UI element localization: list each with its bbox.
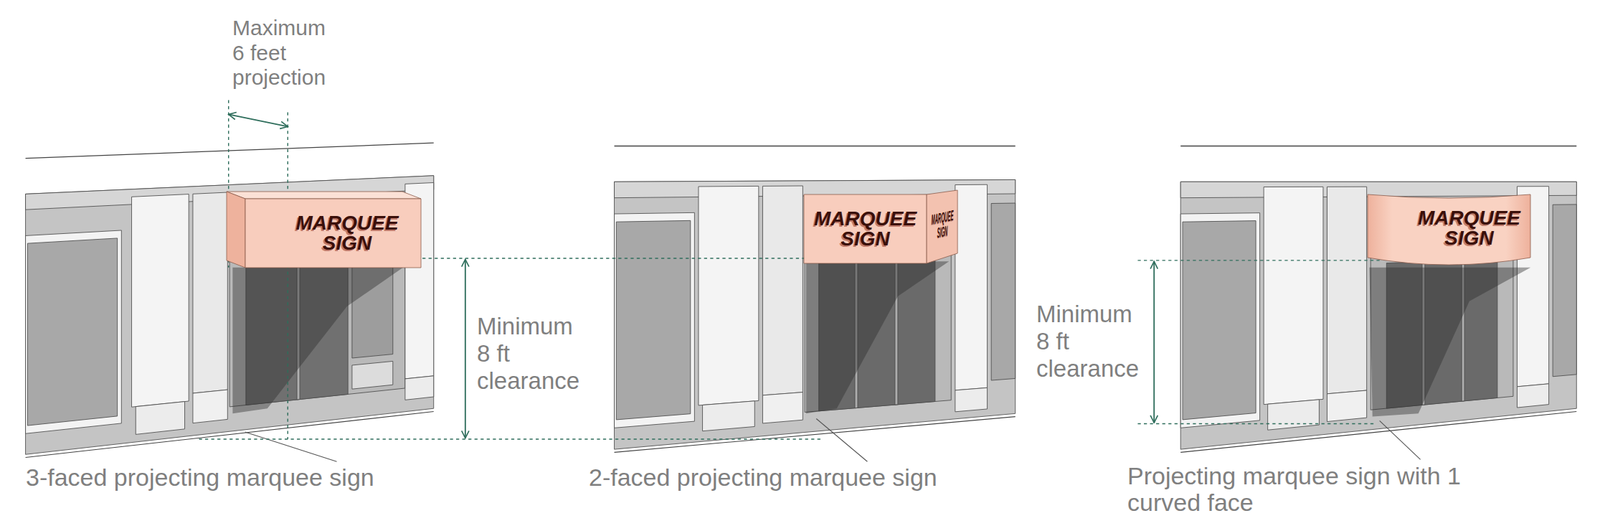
sidewalk-line [25,411,434,458]
facade-part [352,360,394,389]
panel-caption: 2-faced projecting marquee sign [588,462,938,492]
storefront [614,146,1016,453]
dimension-guide [1137,423,1376,424]
dimension-label: Minimum 8 ft clearance [1036,300,1146,383]
sign-shadow [806,261,949,414]
sign-face [226,191,421,199]
facade-part [614,212,695,428]
facade-part [192,389,228,424]
facade-part [762,392,803,424]
facade-part [1263,186,1324,404]
dimension-arrow [1153,261,1155,423]
roof-line [1180,145,1577,147]
facade-part [27,238,117,426]
storefront [25,142,434,457]
roof-line [25,142,434,158]
sign-shadow [232,267,404,414]
sign-face [245,198,421,268]
dimension-guide [398,257,817,259]
storefront [1180,146,1577,453]
leader-line [816,418,868,462]
sign-face [803,194,927,264]
facade-part [135,401,185,435]
facade-part [991,202,1016,381]
facade-part [1180,212,1260,429]
facade-part [405,375,434,401]
panel-caption: Projecting marquee sign with 1 curved fa… [1127,462,1501,517]
sidewalk-line [614,416,1016,453]
facade-part [702,400,756,432]
facade-part [1180,181,1577,449]
facade-part [955,387,988,411]
sign-lettering: MARQUEE SIGN [296,212,399,254]
dimension-arrow [228,114,289,127]
facade-part [25,230,122,434]
sign-shadow [1369,267,1531,417]
leader-line [244,431,337,462]
roof-line [614,145,1016,147]
sign-lettering: MARQUEE SIGN [813,208,917,249]
facade-part [698,185,759,405]
facade-part [192,192,228,394]
facade-part [955,184,988,391]
facade-part [762,185,803,396]
facade-part [1267,399,1320,430]
facade-part [131,194,190,408]
facade-part [1182,220,1256,420]
facade-part [1552,204,1577,377]
sign-face [226,191,246,268]
sign-face [926,190,958,264]
leader-line [1379,420,1421,459]
facade-part [1326,186,1367,394]
dimension-guide [198,438,822,439]
marquee-sign: MARQUEE SIGN MARQUEE SIGN [803,190,958,264]
sidewalk-line [1180,411,1577,453]
dimension-label: Maximum 6 feet projection [232,15,332,91]
facade-part [1326,390,1367,421]
facade-part [616,220,690,420]
dimension-guide [1137,259,1380,261]
marquee-sign: MARQUEE SIGN [1367,191,1531,268]
sign-face [1367,194,1531,265]
facade-part [25,175,434,455]
facade-part [1516,383,1549,408]
sign-lettering: MARQUEE SIGN [1417,207,1521,249]
facade-part [614,179,1016,449]
dimension-arrow [464,258,467,438]
panel-caption: 3-faced projecting marquee sign [25,462,375,492]
marquee-sign: MARQUEE SIGN [226,191,421,268]
sign-lettering: MARQUEE SIGN [930,207,954,242]
dimension-guide [287,112,289,439]
dimension-label: Minimum 8 ft clearance [476,312,586,395]
